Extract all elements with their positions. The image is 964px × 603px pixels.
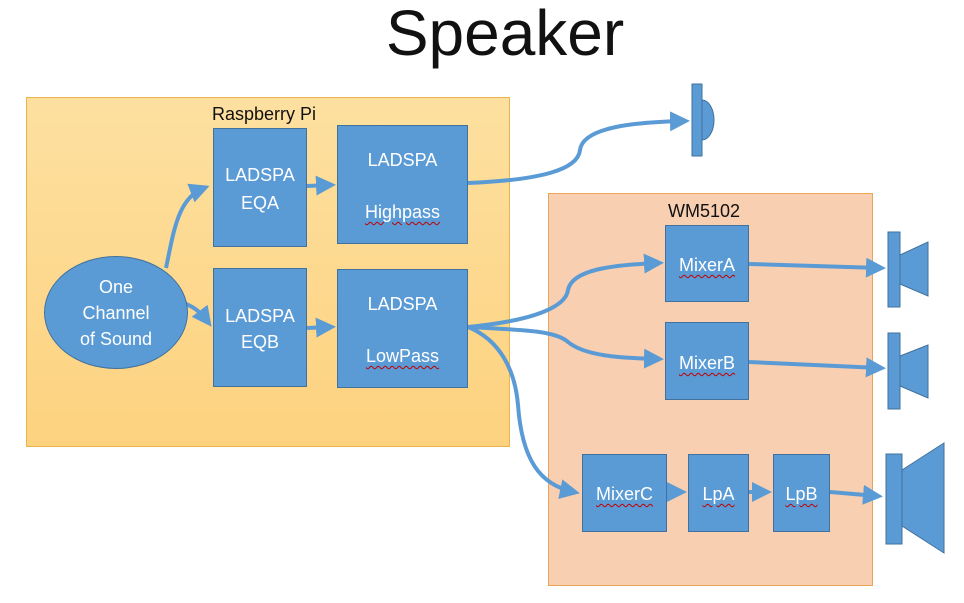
arrow-eqb-to-lowpass [306,317,336,338]
sound-source-node: One Channel of Sound [44,256,188,369]
sound-source-line2: Channel [82,303,150,323]
eqb-box: LADSPA EQB [213,268,307,387]
diagram-title: Speaker [385,0,625,69]
arrow-source-to-eqb [185,302,212,327]
arrow-eqa-to-highpass [306,175,336,196]
arrow-lowpass-to-mixerb [467,325,664,369]
lpa-label: LpA [702,484,735,504]
wm5102-label: WM5102 [668,201,741,221]
mixera-box: MixerA [665,225,749,302]
eqb-line1: LADSPA [225,306,295,326]
mixera-label: MixerA [678,255,735,275]
lowpass-box: LADSPA LowPass [337,269,468,388]
mixerb-label: MixerB [678,353,735,373]
lpb-label: LpB [785,484,818,504]
arrow-mixerb-to-speaker2 [748,357,886,378]
speaker-icon-2 [887,332,929,410]
highpass-line2: Highpass [364,202,441,222]
lowpass-line1: LADSPA [367,294,438,314]
arrow-lpb-to-speaker3 [829,484,883,505]
sound-source-line1: One [98,277,134,297]
arrow-source-to-eqa [164,183,210,269]
speaker-icon-1 [887,231,929,308]
lowpass-line2: LowPass [365,346,440,366]
tweeter-icon [691,83,715,157]
eqa-box: LADSPA EQA [213,128,307,247]
lpa-box: LpA [688,454,749,532]
eqa-line1: LADSPA [225,165,295,185]
speaker-icon-3 [885,442,945,554]
mixerb-box: MixerB [665,322,749,400]
mixerc-box: MixerC [582,454,667,532]
raspberry-pi-label: Raspberry Pi [212,104,317,124]
arrow-lowpass-to-mixerc [467,325,580,499]
arrow-lowpass-to-mixera [467,253,664,329]
highpass-line1: LADSPA [367,150,438,170]
arrow-mixera-to-speaker1 [748,257,886,278]
lpb-box: LpB [773,454,830,532]
sound-source-line3: of Sound [79,329,153,349]
eqb-line2: EQB [240,332,279,352]
highpass-box: LADSPA Highpass [337,125,468,244]
mixerc-label: MixerC [596,484,653,504]
eqa-line2: EQA [240,193,279,213]
arrow-highpass-to-tweeter [467,111,690,185]
